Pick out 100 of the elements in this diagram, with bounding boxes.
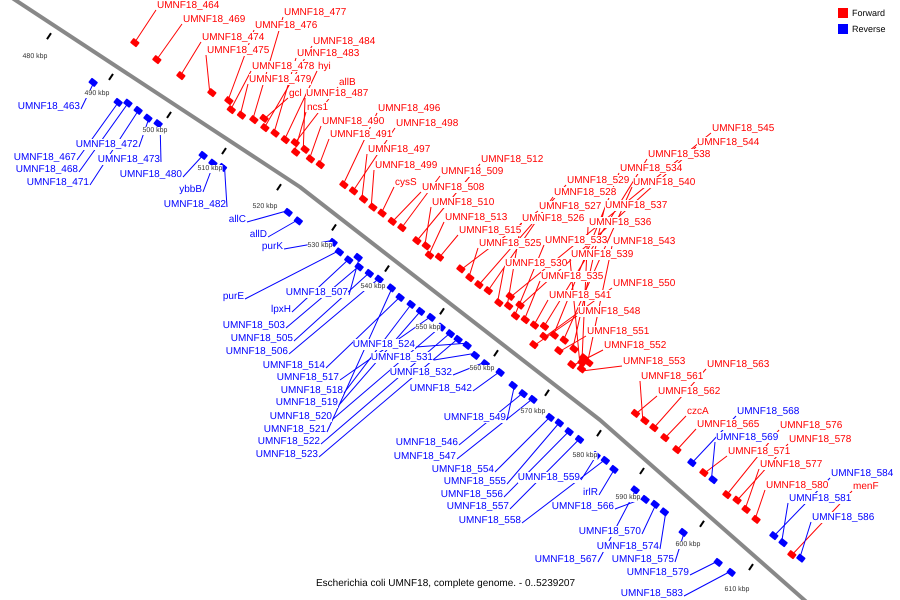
gene-label: UMNF18_558	[458, 515, 521, 526]
gene-label: UMNF18_483	[297, 48, 360, 59]
gene-block	[434, 252, 444, 262]
gene-block	[462, 340, 472, 350]
gene-label: UMNF18_566	[552, 501, 614, 512]
gene-block	[396, 222, 407, 232]
leader-line	[660, 509, 667, 550]
leader-line	[318, 138, 330, 168]
gene-label: UMNF18_510	[432, 197, 494, 208]
leader-line	[754, 490, 766, 522]
gene-label: czcA	[687, 406, 709, 417]
gene-block	[672, 444, 682, 454]
legend-label: Reverse	[852, 24, 886, 34]
gene-label: UMNF18_518	[280, 385, 343, 396]
gene-block	[504, 301, 514, 311]
leader-line	[370, 170, 374, 210]
leader-line	[468, 248, 478, 280]
gene-block	[796, 553, 806, 563]
leader-line	[506, 420, 562, 484]
gene-label: UMNF18_567	[534, 554, 597, 565]
gene-block	[494, 298, 504, 308]
gene-block	[259, 114, 270, 124]
leader-line	[684, 570, 734, 596]
gene-label: UMNF18_540	[633, 177, 696, 188]
gene-block	[226, 104, 236, 114]
gene-label: UMNF18_551	[587, 326, 650, 337]
gene-label: cysS	[395, 177, 417, 188]
gene-block	[416, 306, 426, 316]
gene-block	[198, 150, 208, 160]
gene-label: UMNF18_517	[276, 372, 339, 383]
gene-block	[608, 464, 619, 474]
gene-block	[293, 216, 304, 226]
gene-block	[574, 434, 585, 444]
leader-line	[780, 502, 788, 546]
gene-block	[539, 322, 550, 332]
gene-block	[518, 388, 528, 398]
gene-block	[539, 332, 550, 342]
gene-label: ybbB	[179, 184, 202, 195]
gene-block	[708, 474, 718, 484]
leader-line	[642, 502, 658, 534]
gene-label: UMNF18_463	[18, 101, 80, 112]
gene-block	[280, 134, 290, 144]
gene-block	[395, 292, 406, 302]
gene-block	[358, 194, 368, 204]
gene-label: UMNF18_503	[222, 320, 285, 331]
gene-block	[305, 154, 316, 164]
gene-label: UMNF18_525	[479, 238, 542, 249]
gene-block	[368, 202, 378, 212]
gene-block	[412, 236, 422, 246]
leader-line	[262, 98, 288, 122]
gene-label: UMNF18_577	[760, 459, 822, 470]
gene-label: UMNF18_541	[549, 290, 612, 301]
gene-block	[348, 186, 358, 196]
leader-line	[268, 218, 301, 238]
gene-block	[576, 358, 587, 368]
gene-block	[224, 96, 234, 106]
gene-block	[640, 494, 650, 504]
leader-line	[532, 300, 548, 328]
gene-block	[698, 468, 709, 478]
gene-block	[236, 110, 246, 120]
leader-line	[690, 560, 720, 576]
gene-block	[726, 568, 736, 578]
gene-label: UMNF18_522	[258, 436, 320, 447]
gene-block	[659, 507, 670, 517]
gene-block	[648, 422, 659, 432]
gene-label: purE	[222, 291, 244, 302]
gene-label: UMNF18_467	[14, 152, 76, 163]
gene-label: UMNF18_552	[604, 340, 666, 351]
leader-line	[390, 192, 422, 224]
gene-label: UMNF18_547	[394, 451, 456, 462]
gene-block	[334, 247, 344, 257]
leader-line	[424, 206, 432, 249]
leader-line	[282, 70, 318, 142]
gene-block	[768, 530, 779, 540]
gene-block	[732, 495, 742, 505]
gene-label: UMNF18_528	[554, 187, 616, 198]
gene-label: UMNF18_550	[613, 278, 676, 289]
gene-block	[686, 458, 697, 468]
leader-line	[293, 112, 306, 155]
gene-label: UMNF18_468	[16, 164, 78, 175]
gene-label: UMNF18_579	[626, 567, 689, 578]
leader-line	[182, 152, 206, 178]
gene-label: irlR	[583, 487, 598, 498]
gene-block	[354, 262, 364, 272]
leader-line	[416, 342, 470, 348]
gene-block	[660, 432, 670, 442]
gene-label: UMNF18_568	[737, 406, 800, 417]
gene-label: UMNF18_499	[375, 160, 438, 171]
gene-label: UMNF18_570	[578, 526, 641, 537]
gene-block	[283, 208, 294, 218]
gene-block	[176, 70, 186, 80]
leader-line	[288, 276, 382, 354]
gene-label: UMNF18_542	[410, 383, 472, 394]
gene-block	[152, 54, 162, 64]
leader-line	[710, 442, 716, 482]
gene-label: UMNF18_561	[641, 371, 704, 382]
gene-block	[510, 311, 520, 321]
gene-block	[564, 426, 574, 436]
gene-label: UMNF18_569	[716, 432, 778, 443]
gene-label: UMNF18_512	[481, 154, 544, 165]
